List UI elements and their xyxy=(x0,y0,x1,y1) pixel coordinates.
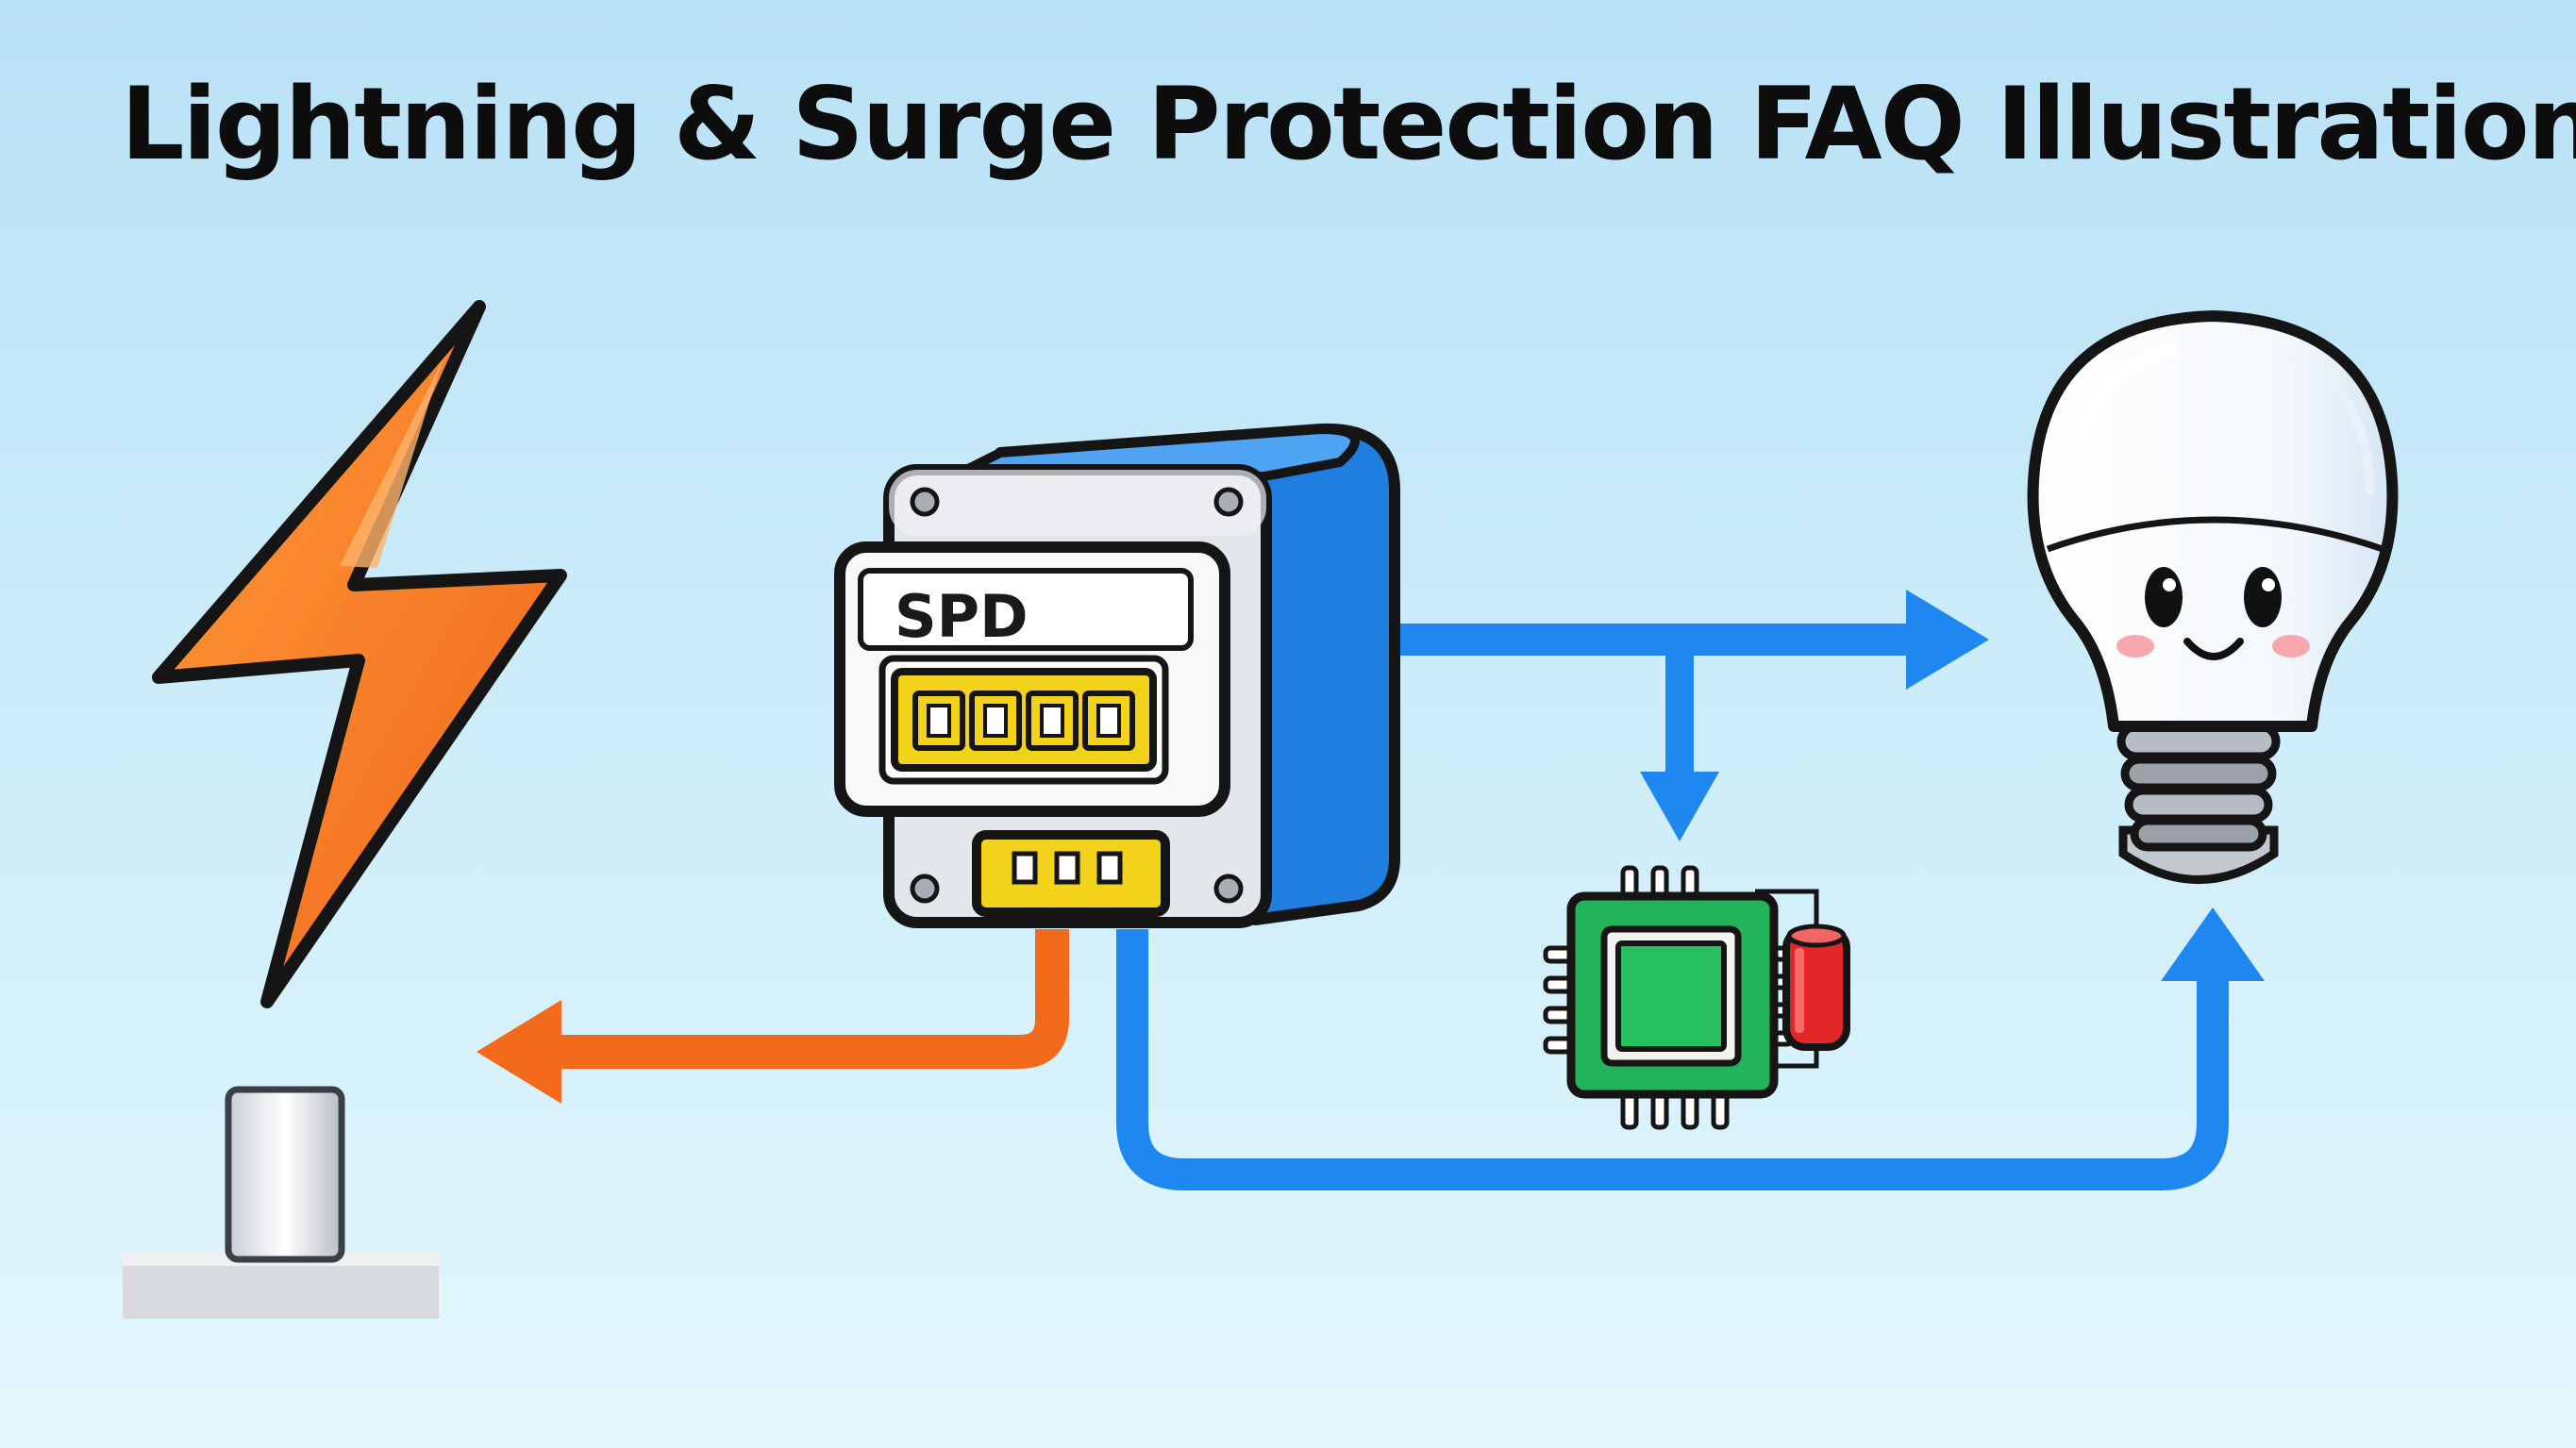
spd-device-icon xyxy=(834,423,1400,928)
spd-label: SPD xyxy=(895,582,1029,651)
capacitor-icon xyxy=(1782,924,1850,1051)
page-title: Lightning & Surge Protection FAQ Illustr… xyxy=(121,66,2576,182)
circuit-board-icon xyxy=(1543,865,1819,1130)
protected-power-arrows xyxy=(1116,590,2265,1190)
surge-to-ground-arrow xyxy=(477,929,1069,1104)
ground-rod-icon xyxy=(123,1086,439,1319)
light-bulb-icon xyxy=(2027,310,2399,884)
lightning-bolt-icon xyxy=(152,300,567,1008)
